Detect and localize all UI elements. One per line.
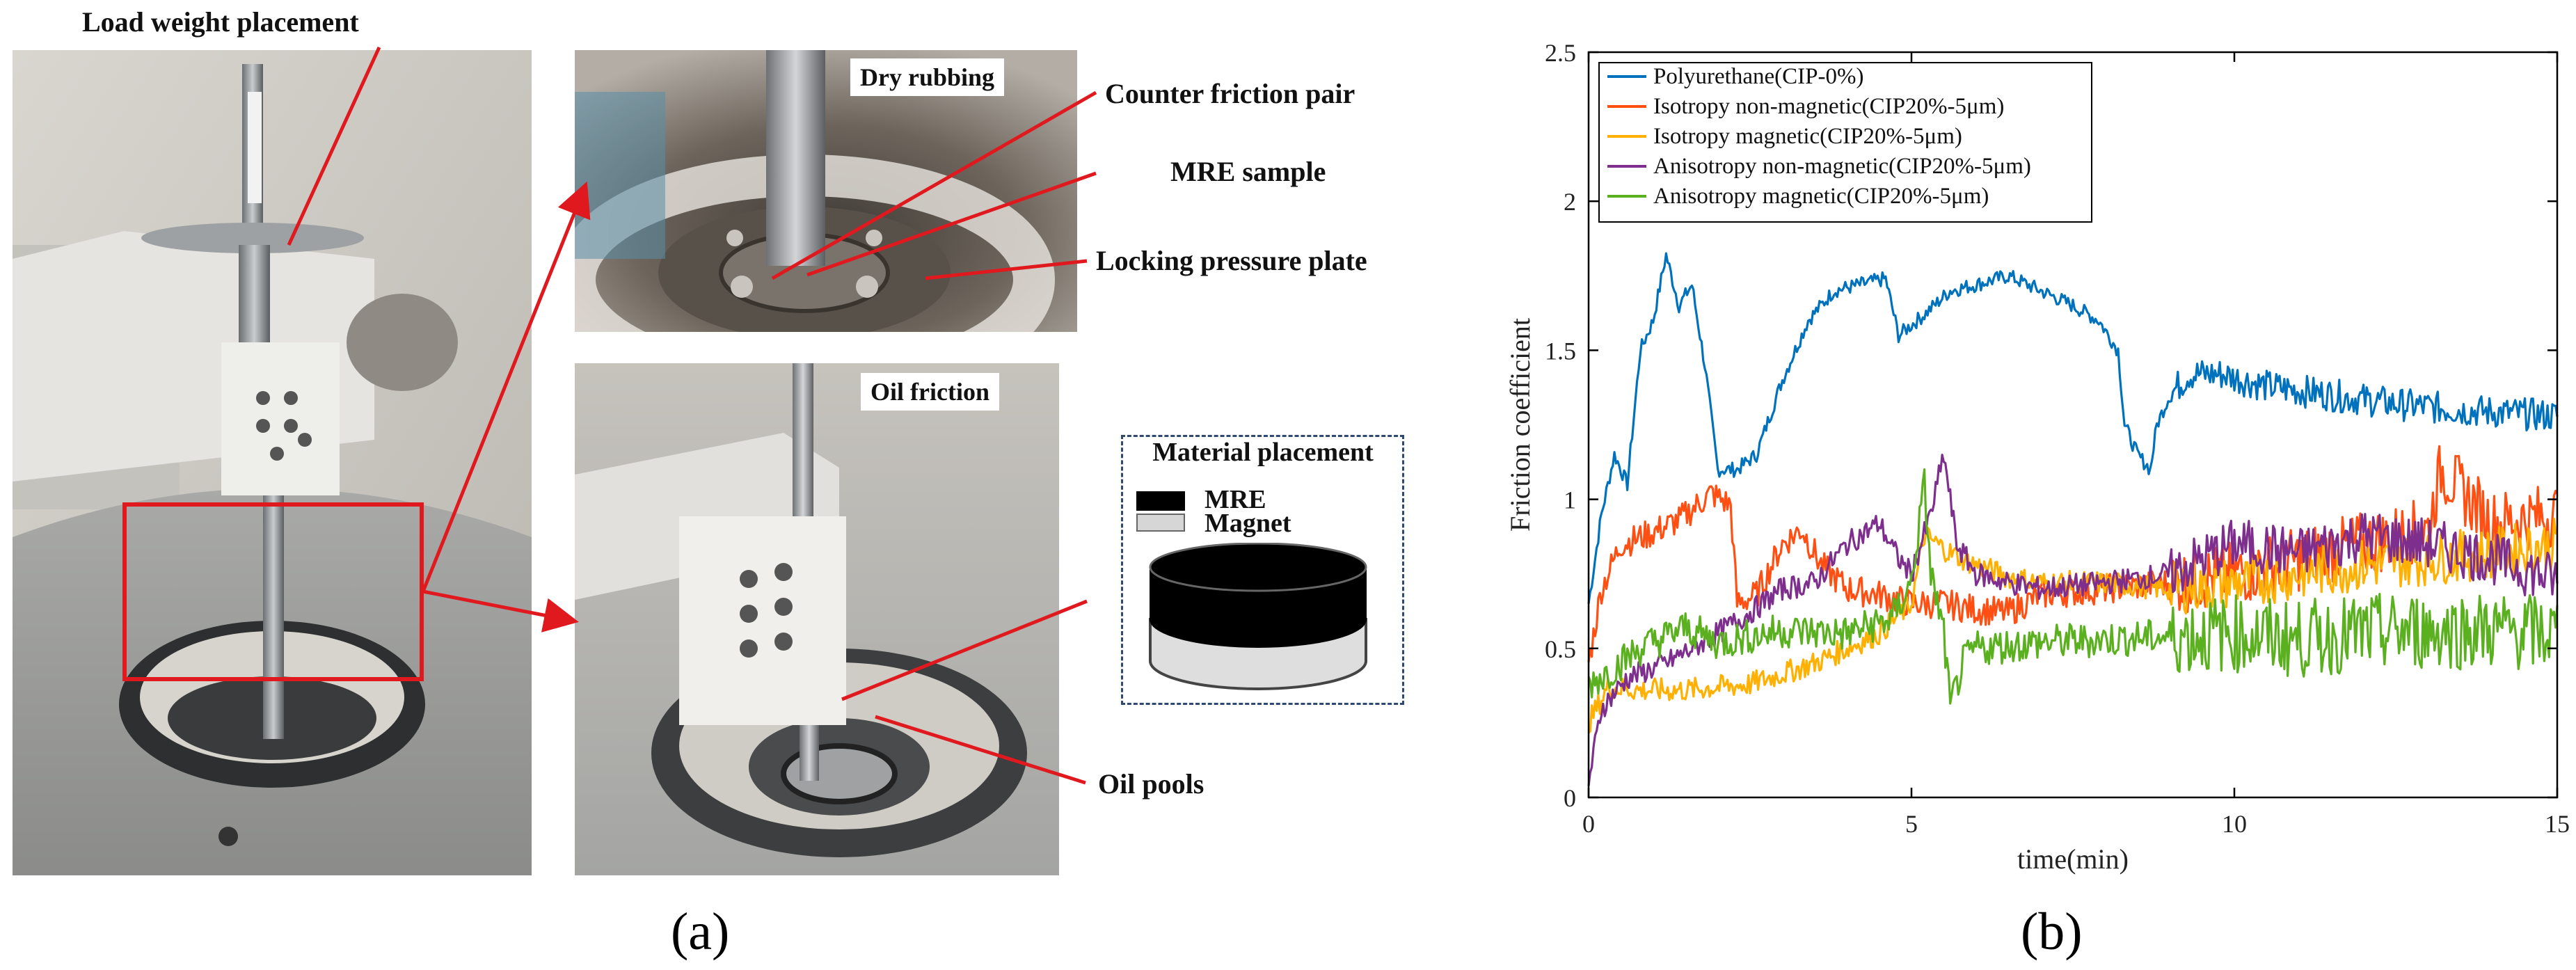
counter-friction-label: Counter friction pair bbox=[1105, 78, 1355, 109]
panel-a-label: (a) bbox=[671, 902, 729, 962]
y-tick-label: 1.5 bbox=[1545, 337, 1576, 365]
y-axis-label: Friction coefficient bbox=[1504, 318, 1536, 532]
oil-pools-label: Oil pools bbox=[1098, 768, 1204, 800]
locking-plate-label: Locking pressure plate bbox=[1096, 245, 1367, 276]
x-tick-label: 0 bbox=[1582, 810, 1595, 838]
legend-label-1: Polyurethane(CIP-0%) bbox=[1653, 64, 1863, 89]
panel-b: 0 5 10 15 0 0.5 1 1.5 2 2.5 time(min) Friction coef… bbox=[1475, 0, 2576, 970]
mre-sample-label: MRE sample bbox=[1170, 156, 1326, 187]
load-weight-label: Load weight placement bbox=[82, 6, 359, 38]
x-tick-label: 5 bbox=[1905, 810, 1918, 838]
magnet-legend-swatch bbox=[1136, 514, 1185, 532]
legend-label-3: Isotropy magnetic(CIP20%-5μm) bbox=[1653, 124, 1962, 149]
y-tick-label: 2.5 bbox=[1545, 39, 1576, 67]
legend-box bbox=[1598, 62, 2092, 223]
mre-legend-label: MRE bbox=[1204, 485, 1266, 514]
x-tick-label: 15 bbox=[2545, 810, 2570, 838]
material-placement-title: Material placement bbox=[1152, 438, 1374, 467]
panel-a-label-text: (a) bbox=[671, 903, 730, 961]
main-apparatus-photo bbox=[13, 50, 532, 875]
series-line-1 bbox=[1587, 252, 2559, 604]
legend-label-2: Isotropy non-magnetic(CIP20%-5μm) bbox=[1653, 94, 2004, 119]
panel-a: Dry rubbing Oil friction Material placem… bbox=[13, 6, 1404, 962]
material-stack-illustration bbox=[1149, 543, 1367, 690]
friction-chart: 0 5 10 15 0 0.5 1 1.5 2 2.5 time(min) Friction coef… bbox=[1504, 39, 2570, 875]
oil-friction-photo bbox=[575, 363, 1059, 875]
x-axis-label: time(min) bbox=[2017, 843, 2129, 875]
dry-rubbing-photo bbox=[575, 50, 1077, 332]
y-tick-label: 0.5 bbox=[1545, 635, 1576, 663]
y-tick-label: 1 bbox=[1564, 486, 1576, 514]
series-line-5 bbox=[1587, 468, 2559, 705]
main-highlight-box bbox=[122, 502, 424, 681]
legend-label-5: Anisotropy magnetic(CIP20%-5μm) bbox=[1653, 184, 1989, 209]
series-line-2 bbox=[1587, 445, 2559, 662]
x-tick-label: 10 bbox=[2222, 810, 2247, 838]
callout-arrows bbox=[287, 46, 1097, 785]
legend-label-4: Anisotropy non-magnetic(CIP20%-5μm) bbox=[1653, 154, 2031, 179]
mre-legend-swatch bbox=[1136, 491, 1185, 511]
dry-rubbing-tag: Dry rubbing bbox=[850, 58, 1005, 96]
oil-friction-tag: Oil friction bbox=[861, 373, 999, 411]
y-tick-label: 0 bbox=[1564, 784, 1576, 812]
series-line-4 bbox=[1587, 454, 2559, 786]
panel-b-label: (b) bbox=[2021, 902, 2083, 962]
y-tick-label: 2 bbox=[1564, 188, 1576, 216]
plot-frame bbox=[1587, 51, 2559, 799]
magnet-legend-label: Magnet bbox=[1204, 509, 1291, 538]
panel-b-label-text: (b) bbox=[2021, 903, 2083, 961]
